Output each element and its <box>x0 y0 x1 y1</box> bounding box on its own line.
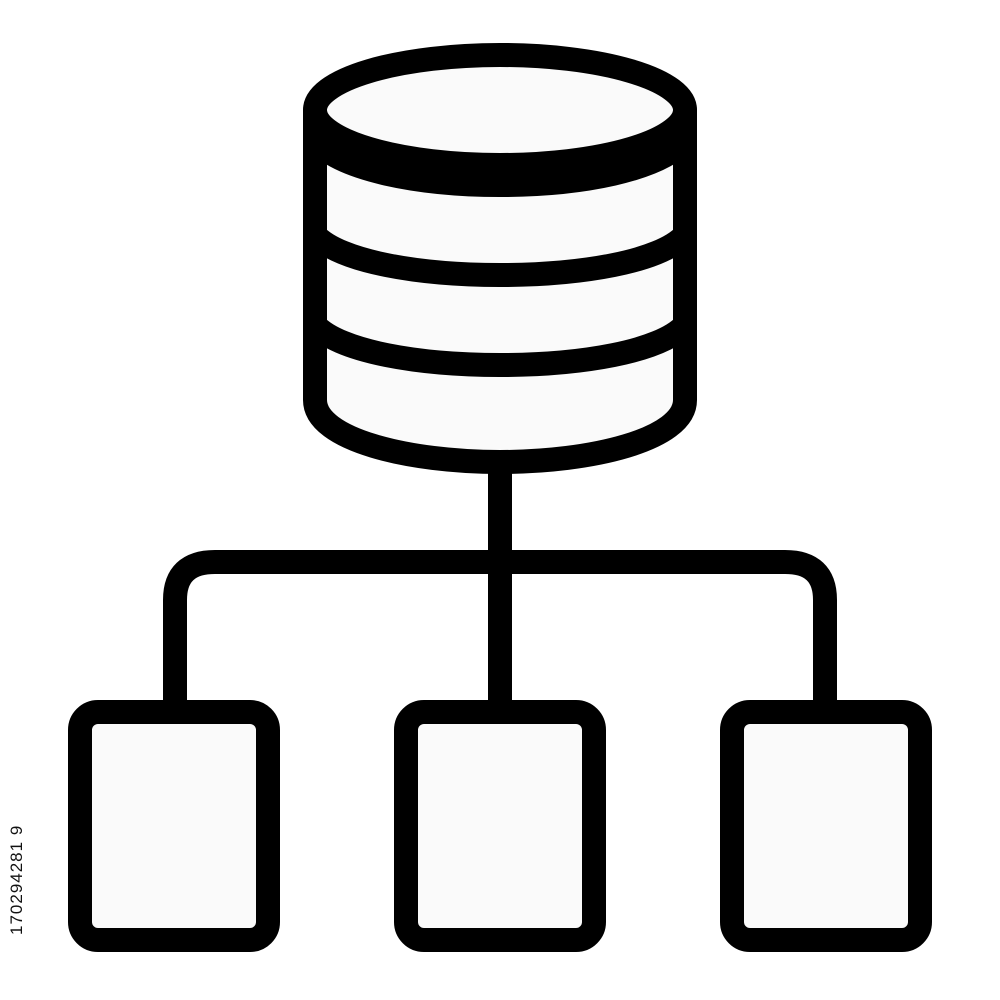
database-cylinder <box>303 43 697 474</box>
cylinder-band-3 <box>303 313 697 377</box>
node-left <box>68 700 280 952</box>
node-right <box>720 700 932 952</box>
cylinder-band-2 <box>303 223 697 287</box>
node-center <box>394 700 606 952</box>
cylinder-top <box>303 43 697 177</box>
branch-line <box>163 550 837 712</box>
stock-id-watermark: 170294281 9 <box>7 824 26 936</box>
cylinder-band-1 <box>303 128 697 197</box>
child-nodes <box>68 700 932 952</box>
network-connectors <box>163 450 837 717</box>
